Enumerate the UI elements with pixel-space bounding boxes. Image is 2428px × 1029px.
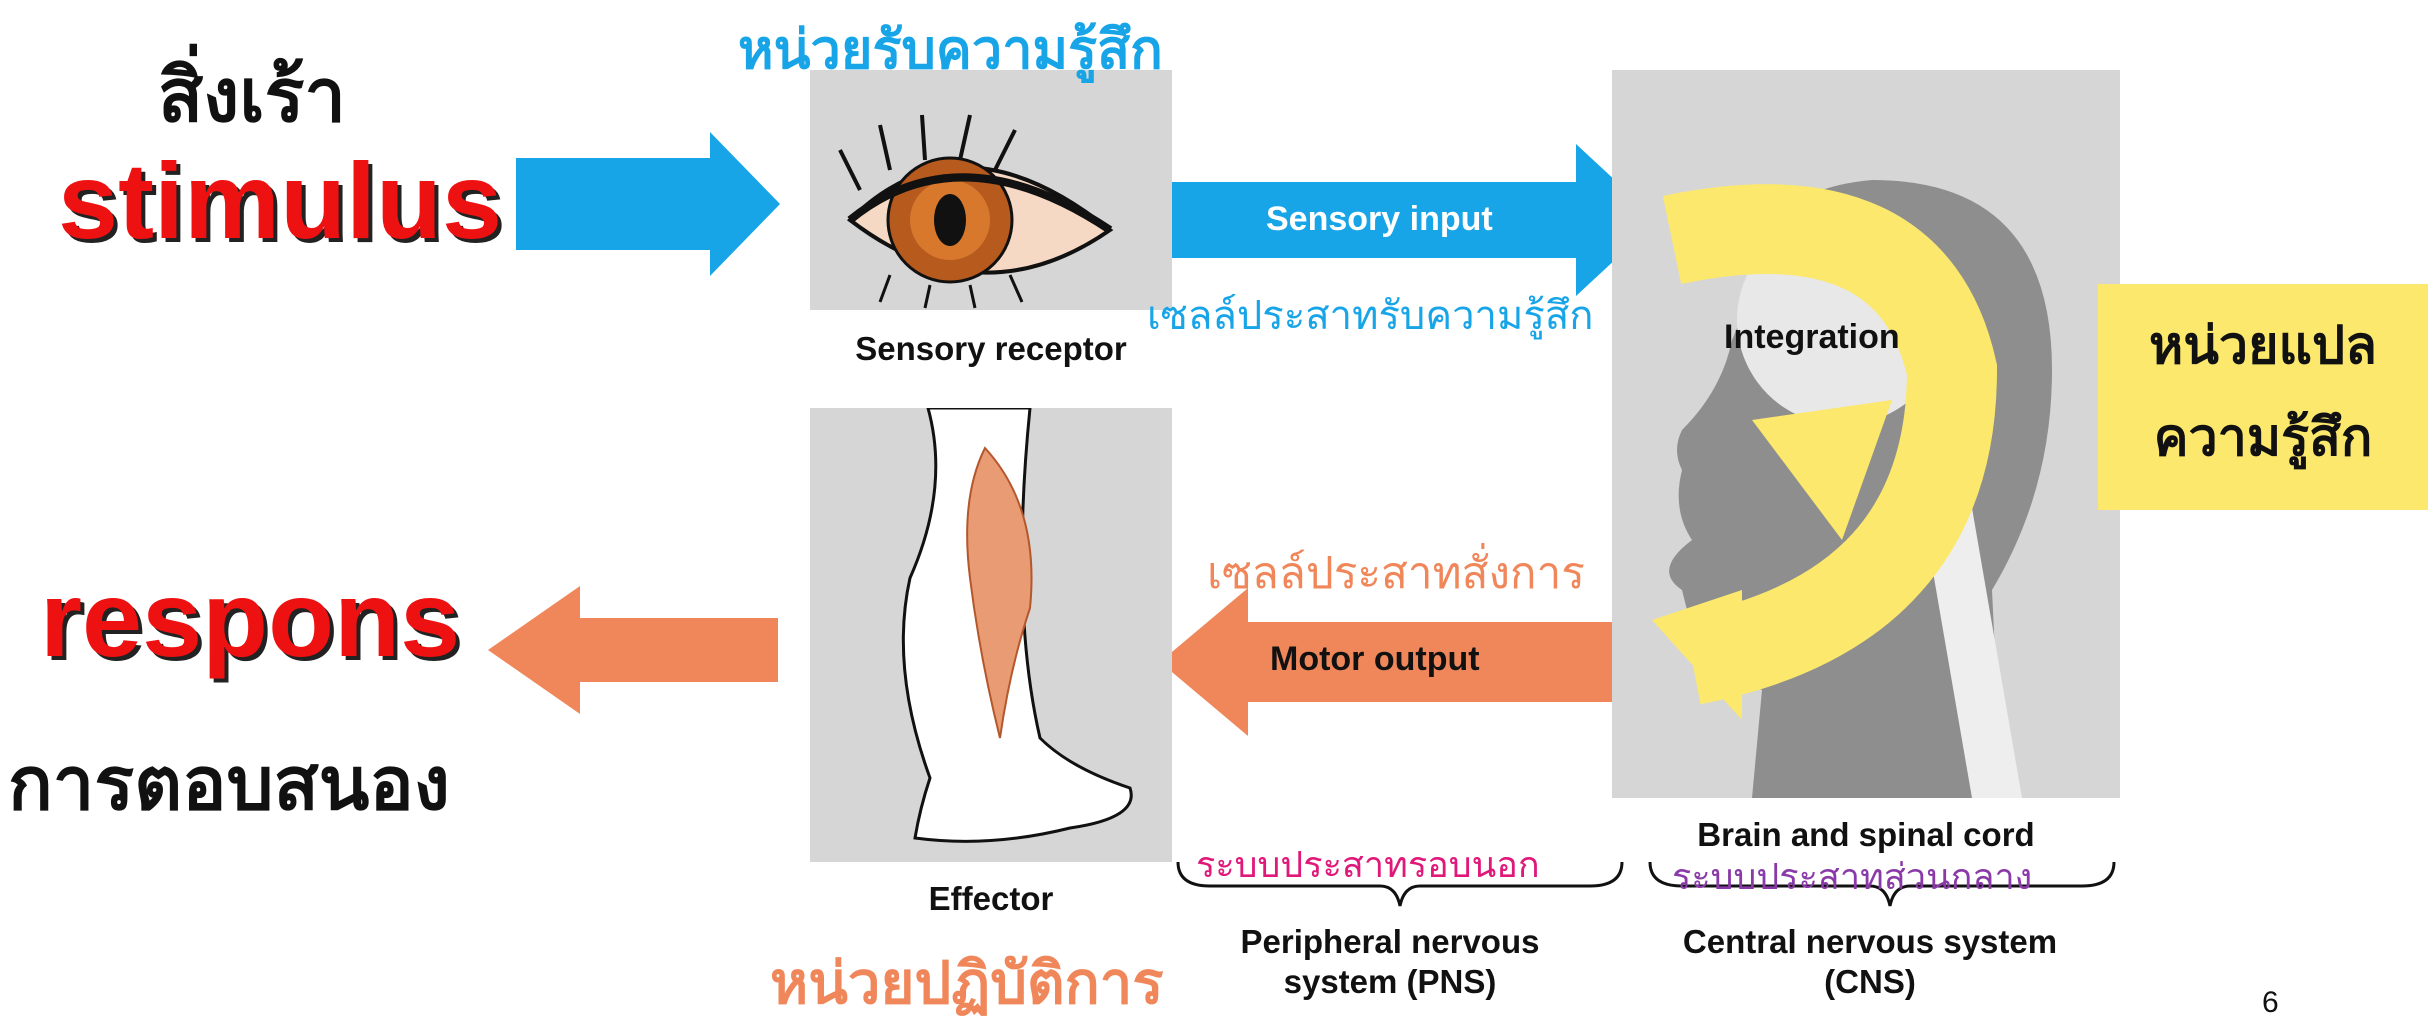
effector-panel: [810, 408, 1172, 862]
sensory-input-label: Sensory input: [1266, 200, 1493, 239]
sensory-receptor-label: Sensory receptor: [810, 330, 1172, 368]
sensory-receptor-panel: [810, 70, 1172, 310]
integration-label: Integration: [1724, 318, 1900, 357]
effector-label: Effector: [810, 880, 1172, 918]
effector-thai-label: หน่วยปฏิบัติการ: [770, 936, 1164, 1029]
stimulus-arrow: [516, 132, 780, 276]
pns-thai-label: ระบบประสาทรอบนอก: [1196, 836, 1540, 893]
head-icon: [1612, 70, 2120, 798]
eye-icon: [810, 70, 1172, 310]
leg-icon: [810, 408, 1172, 862]
cns-label: Central nervous system (CNS): [1650, 922, 2090, 1002]
integration-thai-label: หน่วยแปล ความรู้สึก: [2098, 300, 2428, 484]
motor-neuron-thai-label: เซลล์ประสาทสั่งการ: [1207, 538, 1585, 608]
response-arrow: [488, 586, 778, 714]
cns-panel: [1612, 70, 2120, 798]
page-number: 6: [2262, 986, 2279, 1020]
receptor-thai-label: หน่วยรับความรู้สึก: [738, 6, 1163, 92]
cns-thai-label: ระบบประสาทส่วนกลาง: [1672, 848, 2032, 905]
sensory-neuron-thai-label: เซลล์ประสาทรับความรู้สึก: [1147, 283, 1593, 347]
pns-label: Peripheral nervous system (PNS): [1180, 922, 1600, 1002]
motor-output-label: Motor output: [1270, 640, 1480, 679]
